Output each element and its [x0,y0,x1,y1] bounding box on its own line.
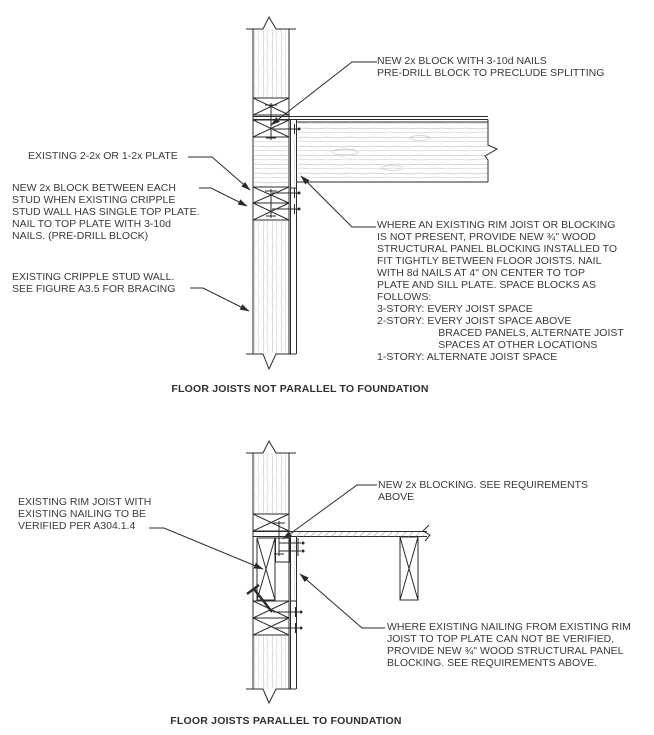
floor-joist-section [399,536,419,601]
toe-nail [253,588,273,613]
nail-symbols-2 [246,521,305,633]
break-line-right [484,119,499,182]
figure1-caption: FLOOR JOISTS NOT PARALLEL TO FOUNDATION [171,383,429,395]
label-existing-plate: EXISTING 2-2x OR 1-2x PLATE [28,150,178,162]
existing-top-plates-2 [252,600,290,636]
break-line-top [246,439,296,454]
rim-blocking-panel-2 [290,536,297,689]
leader-new-block-nails [270,61,377,126]
break-line-bottom [246,688,296,705]
leader-blocking-note [300,175,376,228]
floor-joist [297,119,499,183]
leader-new-blocking [282,484,377,540]
leader-existing-rim-joist [149,527,264,570]
break-line-bottom [246,353,296,371]
label-new-block-between-studs: NEW 2x BLOCK BETWEEN EACH STUD WHEN EXIS… [12,182,200,242]
leader-new-block-between [199,187,248,207]
label-existing-cripple-wall: EXISTING CRIPPLE STUD WALL. SEE FIGURE A… [12,271,176,295]
leader-cripple-wall [190,287,250,312]
break-line-top [246,15,296,30]
label-blocking-note: WHERE AN EXISTING RIM JOIST OR BLOCKING … [377,219,624,363]
leader-lines-figure2 [149,484,385,629]
new-2x-blocking [275,537,290,563]
leader-existing-plate [188,156,251,191]
floor-sheathing-2 [253,524,431,542]
floor-sheathing [253,116,488,120]
label-nailing-note: WHERE EXISTING NAILING FROM EXISTING RIM… [387,621,631,669]
rim-blocking-panel [290,120,297,354]
leader-nailing-note [299,573,385,629]
existing-rim-joist [256,537,276,601]
figure1-drawing [188,15,499,371]
label-new-2x-block-nails: NEW 2x BLOCK WITH 3-10d NAILS PRE-DRILL … [377,55,605,79]
label-new-blocking: NEW 2x BLOCKING. SEE REQUIREMENTS ABOVE [378,479,589,503]
leader-lines-figure1 [188,61,377,312]
cripple-stud-wall-2 [246,439,296,705]
figure2-drawing [149,439,431,705]
figure2-caption: FLOOR JOISTS PARALLEL TO FOUNDATION [170,715,402,727]
cripple-stud-wall [246,15,296,371]
label-existing-rim-joist: EXISTING RIM JOIST WITH EXISTING NAILING… [18,496,152,532]
toe-nail-head [246,584,260,595]
break-line-right [422,524,431,542]
